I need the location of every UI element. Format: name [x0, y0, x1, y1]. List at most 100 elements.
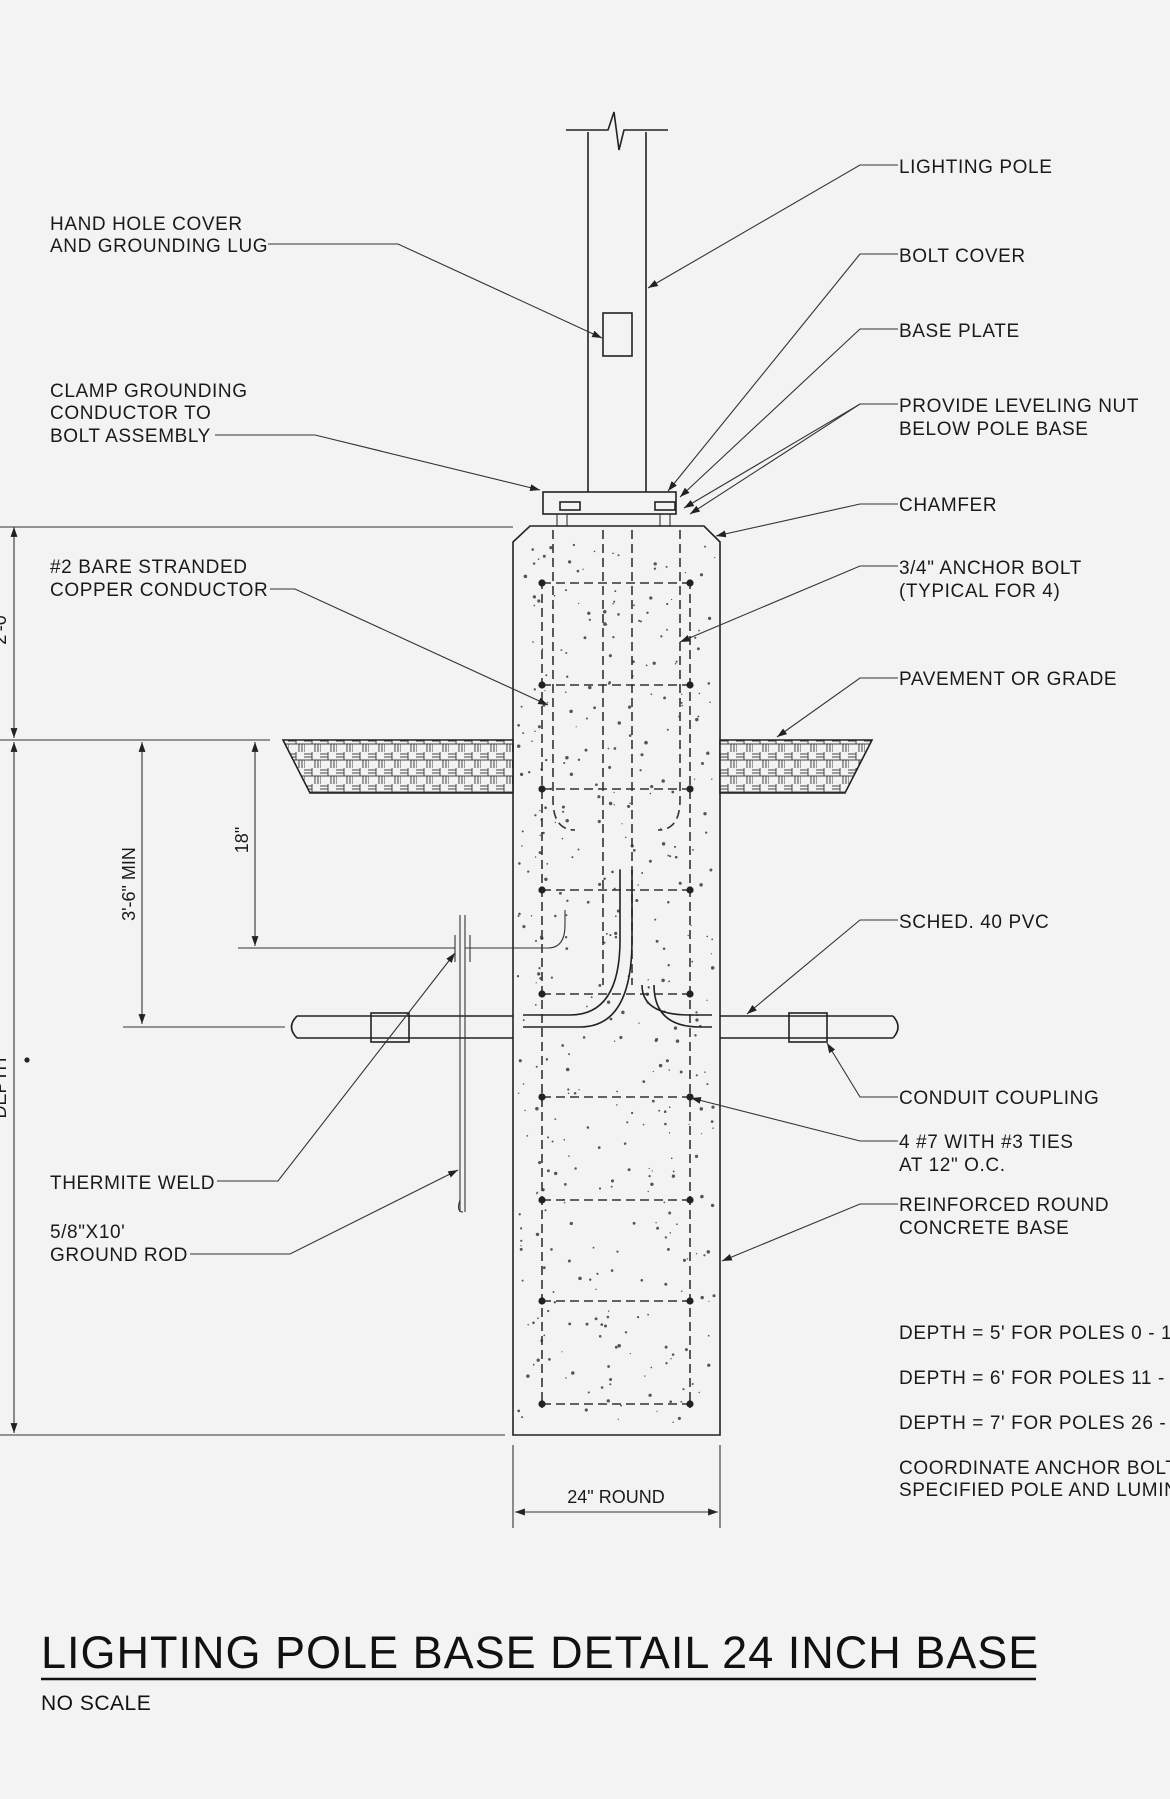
aggregate-speck — [571, 1371, 575, 1375]
aggregate-speck — [627, 804, 631, 808]
aggregate-speck — [584, 748, 588, 752]
aggregate-speck — [668, 1211, 672, 1215]
aggregate-speck — [663, 1110, 667, 1113]
aggregate-speck — [697, 715, 700, 718]
aggregate-speck — [647, 986, 650, 989]
aggregate-speck — [655, 939, 659, 943]
aggregate-speck — [694, 636, 697, 639]
aggregate-speck — [711, 1105, 715, 1109]
aggregate-speck — [532, 595, 537, 599]
aggregate-speck — [583, 636, 587, 640]
aggregate-speck — [586, 1126, 590, 1129]
aggregate-speck — [667, 963, 670, 967]
aggregate-speck — [642, 1080, 646, 1083]
aggregate-speck — [609, 1383, 612, 1386]
bare-copper-label: #2 BARE STRANDED COPPER CONDUCTOR — [50, 557, 268, 601]
base-plate-label: BASE PLATE — [899, 321, 1020, 342]
rebar-bar — [538, 681, 546, 689]
aggregate-speck — [639, 620, 642, 623]
aggregate-speck — [647, 979, 649, 981]
aggregate-speck — [686, 1258, 689, 1260]
ground-rod-label: 5/8"X10' GROUND ROD — [50, 1222, 188, 1266]
aggregate-speck — [563, 761, 566, 765]
aggregate-speck — [637, 884, 639, 886]
aggregate-speck — [542, 831, 545, 835]
aggregate-speck — [539, 834, 541, 837]
aggregate-speck — [666, 728, 669, 731]
aggregate-speck — [544, 690, 546, 692]
aggregate-speck — [564, 935, 568, 939]
chamfer-label: CHAMFER — [899, 495, 997, 516]
aggregate-speck — [554, 1118, 557, 1121]
clamp-grounding-label: CLAMP GROUNDING CONDUCTOR TO BOLT ASSEMB… — [50, 381, 254, 447]
aggregate-speck — [671, 790, 675, 794]
aggregate-speck — [710, 966, 715, 970]
aggregate-speck — [546, 863, 549, 865]
aggregate-speck — [672, 1421, 674, 1424]
aggregate-speck — [575, 726, 577, 728]
aggregate-speck — [695, 1011, 698, 1014]
rebar-bar — [686, 681, 694, 689]
conduit-coupling — [370, 1012, 410, 1043]
hand-hole-cover — [602, 312, 633, 357]
aggregate-speck — [706, 1250, 711, 1254]
aggregate-speck — [695, 717, 699, 722]
aggregate-speck — [578, 1089, 580, 1091]
aggregate-speck — [654, 1039, 658, 1043]
aggregate-speck — [547, 1309, 550, 1313]
aggregate-speck — [563, 1138, 566, 1141]
aggregate-speck — [661, 779, 665, 783]
aggregate-speck — [532, 562, 536, 565]
aggregate-speck — [660, 635, 663, 638]
aggregate-speck — [695, 1253, 698, 1255]
aggregate-speck — [537, 1317, 539, 1320]
aggregate-speck — [565, 947, 569, 950]
conduit-coupling-label: CONDUIT COUPLING — [899, 1088, 1099, 1109]
aggregate-speck — [538, 1161, 542, 1165]
aggregate-speck — [536, 1358, 540, 1362]
aggregate-speck — [586, 900, 590, 904]
aggregate-speck — [569, 1221, 573, 1226]
rebar-bar — [686, 1196, 694, 1204]
depth-dimension-label: DEPTH — [0, 1057, 10, 1118]
aggregate-speck — [608, 654, 612, 658]
aggregate-speck — [612, 552, 614, 555]
aggregate-speck — [665, 1362, 668, 1365]
aggregate-speck — [539, 809, 541, 812]
base-width-label: 24" ROUND — [567, 1487, 664, 1507]
aggregate-speck — [611, 870, 614, 874]
aggregate-speck — [669, 855, 672, 858]
aggregate-speck — [613, 804, 615, 806]
aggregate-speck — [592, 1246, 595, 1249]
rebar-bar — [686, 886, 694, 894]
aggregate-speck — [593, 550, 596, 553]
aggregate-speck — [648, 859, 652, 863]
aggregate-speck — [665, 565, 668, 568]
aggregate-speck — [609, 1378, 613, 1381]
aggregate-speck — [650, 785, 654, 789]
thermite-weld-label: THERMITE WELD — [50, 1173, 215, 1194]
aggregate-speck — [687, 934, 689, 937]
aggregate-speck — [521, 830, 524, 833]
aggregate-speck — [662, 947, 666, 951]
aggregate-speck — [607, 1365, 610, 1368]
aggregate-speck — [632, 849, 636, 852]
aggregate-speck — [582, 1036, 586, 1039]
aggregate-speck — [613, 600, 616, 603]
aggregate-speck — [544, 1209, 547, 1212]
aggregate-speck — [569, 772, 574, 776]
aggregate-speck — [678, 881, 682, 885]
aggregate-speck — [650, 1182, 654, 1187]
aggregate-speck — [608, 801, 613, 806]
aggregate-speck — [649, 792, 652, 795]
aggregate-speck — [654, 918, 657, 921]
aggregate-speck — [538, 851, 542, 855]
aggregate-speck — [614, 1345, 618, 1349]
rebar-bar — [538, 1297, 546, 1305]
aggregate-speck — [568, 1053, 571, 1056]
aggregate-speck — [698, 1391, 700, 1394]
pvc-label: SCHED. 40 PVC — [899, 912, 1049, 933]
aggregate-speck — [667, 854, 670, 857]
aggregate-speck — [694, 1034, 697, 1037]
aggregate-speck — [588, 618, 591, 621]
